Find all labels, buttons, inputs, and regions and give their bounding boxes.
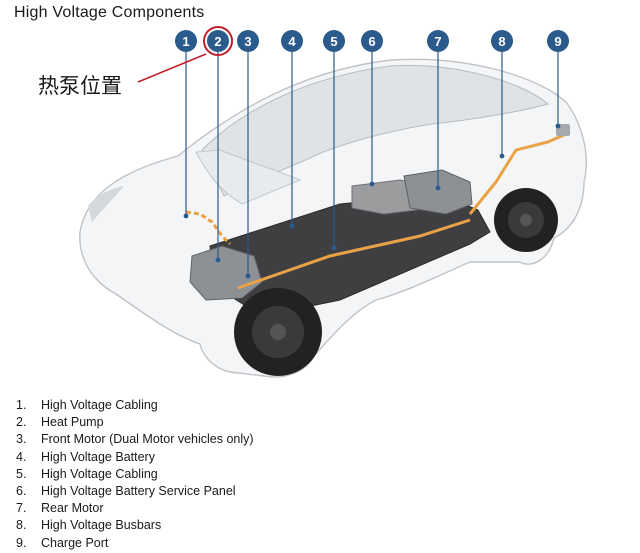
heat-pump-annotation: 热泵位置 [38, 74, 122, 98]
legend-label: Charge Port [41, 535, 109, 550]
badge-label: 5 [330, 34, 337, 49]
legend-item: 5. High Voltage Cabling [16, 466, 254, 483]
badge-7: 7 [427, 30, 449, 52]
badge-label: 3 [244, 34, 251, 49]
legend-label: High Voltage Busbars [41, 518, 162, 533]
legend-number: 7. [16, 501, 27, 516]
badge-8: 8 [491, 30, 513, 52]
legend-number: 8. [16, 518, 27, 533]
legend-number: 6. [16, 483, 27, 498]
badge-6: 6 [361, 30, 383, 52]
rear-motor [403, 169, 473, 215]
badge-4: 4 [281, 30, 303, 52]
legend-label: Front Motor (Dual Motor vehicles only) [41, 432, 254, 447]
glass-roof [201, 64, 550, 197]
badge-1: 1 [175, 30, 197, 52]
badge-label: 6 [368, 34, 375, 49]
headlight [88, 186, 124, 222]
legend-item: 9. Charge Port [16, 535, 254, 552]
legend-number: 4. [16, 449, 27, 464]
hv-cable-main [237, 218, 471, 290]
legend-label: High Voltage Cabling [41, 398, 158, 412]
badge-label: 1 [182, 34, 189, 49]
badge-label: 7 [434, 34, 441, 49]
legend-label: Heat Pump [41, 415, 104, 430]
page-title: High Voltage Components [14, 4, 205, 21]
legend-item: 8. High Voltage Busbars [16, 517, 254, 534]
legend-number: 2. [16, 415, 27, 430]
hv-busbar [468, 132, 567, 215]
rear-wheel [494, 188, 558, 252]
badge-label: 2 [214, 34, 221, 49]
legend-item: 3. Front Motor (Dual Motor vehicles only) [16, 431, 254, 448]
legend-label: High Voltage Battery [41, 449, 155, 464]
vehicle-diagram: 1 2 3 4 5 6 7 8 9 [79, 26, 587, 378]
legend-item: 7. Rear Motor [16, 500, 254, 517]
legend-number: 5. [16, 466, 27, 481]
legend-item: 2. Heat Pump [16, 414, 254, 431]
legend-number: 3. [16, 432, 27, 447]
badge-label: 8 [498, 34, 505, 49]
legend-item: 6. High Voltage Battery Service Panel [16, 483, 254, 500]
highlight-ring [203, 26, 233, 56]
component-legend: 1. High Voltage Cabling 2. Heat Pump 3. Fro… [16, 397, 254, 552]
legend-item: 4. High Voltage Battery [16, 449, 254, 466]
legend-number: 9. [16, 535, 27, 550]
badge-5: 5 [323, 30, 345, 52]
badge-label: 9 [554, 34, 561, 49]
badge-2: 2 [207, 30, 229, 52]
hv-cable-front [185, 210, 232, 246]
legend-label: Rear Motor [41, 501, 104, 516]
badge-label: 4 [288, 34, 296, 49]
badge-9: 9 [547, 30, 569, 52]
legend-item: 1. High Voltage Cabling [16, 397, 254, 414]
legend-label: High Voltage Battery Service Panel [41, 483, 236, 498]
legend-number: 1. [16, 398, 27, 412]
annotation-arrow [137, 53, 207, 83]
legend-label: High Voltage Cabling [41, 466, 158, 481]
front-wheel [234, 288, 322, 376]
badge-3: 3 [237, 30, 259, 52]
